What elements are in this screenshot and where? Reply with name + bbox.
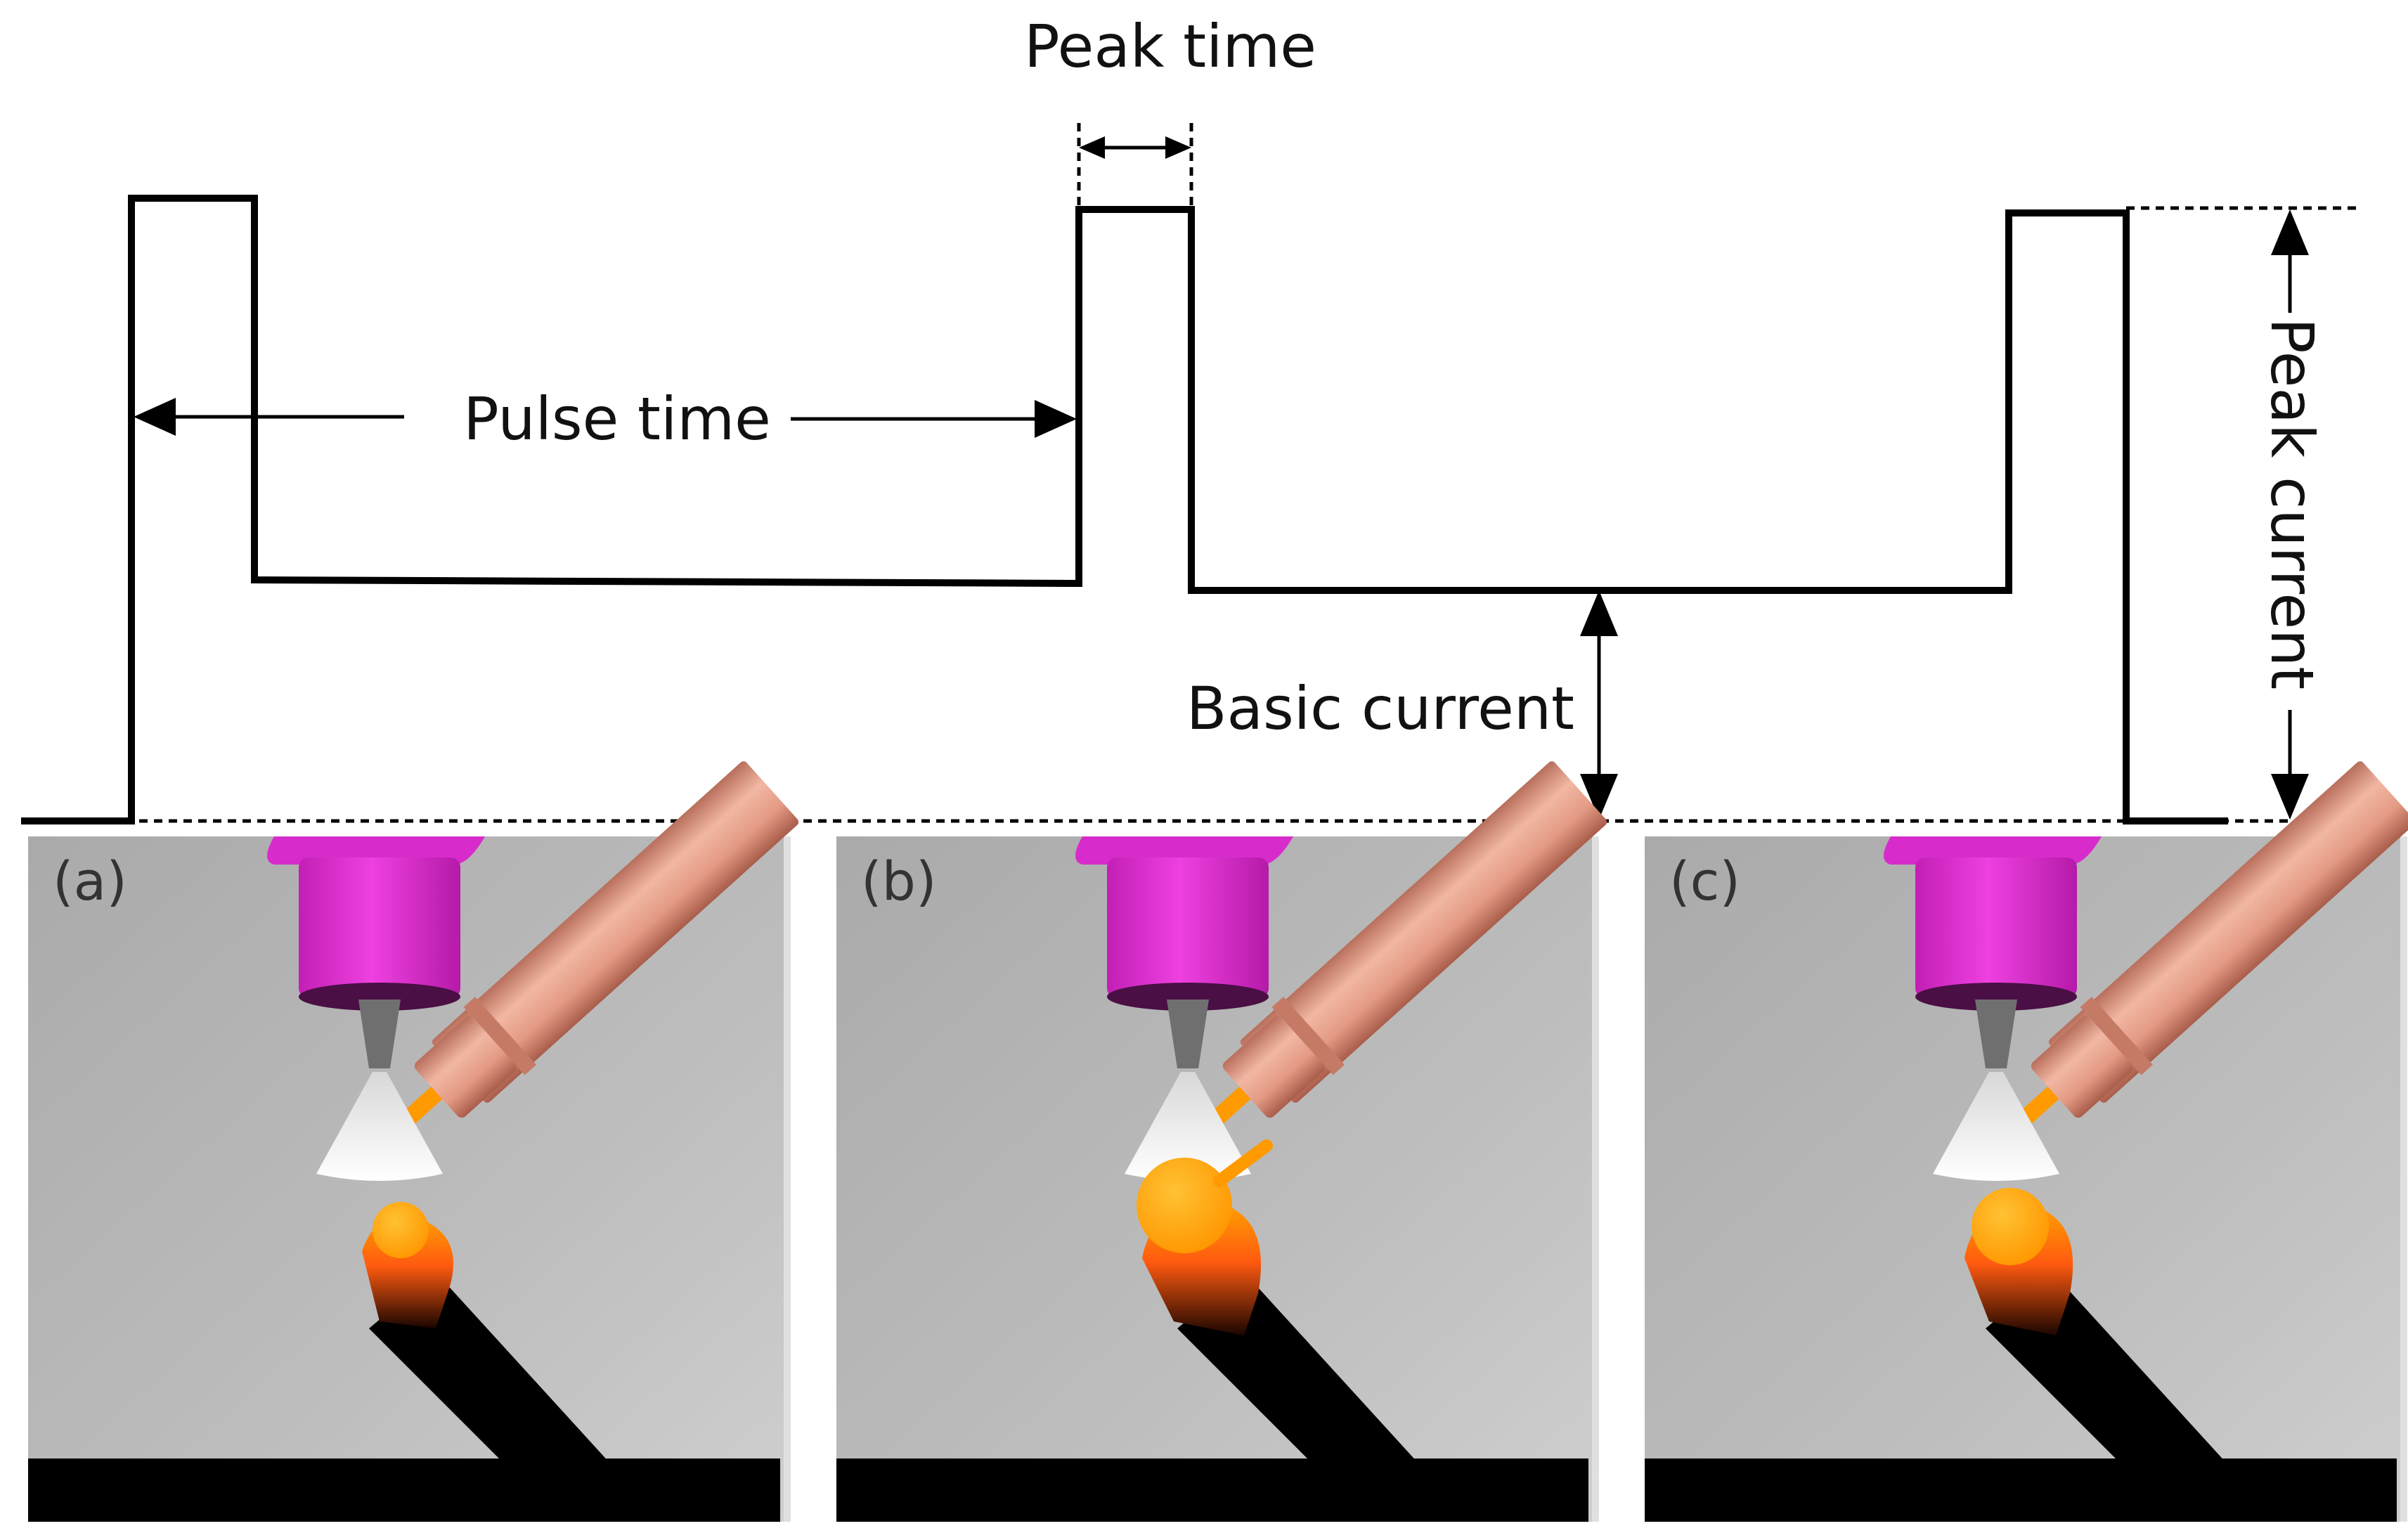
panel-c-label: (c) (1669, 850, 1740, 912)
panel-b-label: (b) (861, 850, 937, 912)
peak-time-arrow (1079, 136, 1191, 159)
panel-a-label: (a) (53, 850, 127, 912)
pulse-waveform (21, 195, 2228, 824)
pulse-time-arrow (134, 398, 1077, 438)
peak-current-arrow (2271, 209, 2309, 820)
peak-current-label: Peak current (2258, 318, 2326, 690)
basic-current-label: Basic current (1186, 674, 1574, 743)
peak-time-label: Peak time (1024, 12, 1316, 81)
panel-b: (b) (836, 756, 1611, 1522)
molten-droplet (1972, 1188, 2049, 1265)
panel-c: (c) (1645, 756, 2408, 1522)
wire-bridge (1213, 1139, 1273, 1187)
basic-current-arrow (1580, 590, 1618, 820)
panel-a: (a) (28, 756, 803, 1522)
molten-droplet (373, 1202, 429, 1258)
molten-droplet (1137, 1158, 1232, 1253)
pulse-time-label: Pulse time (463, 384, 771, 453)
